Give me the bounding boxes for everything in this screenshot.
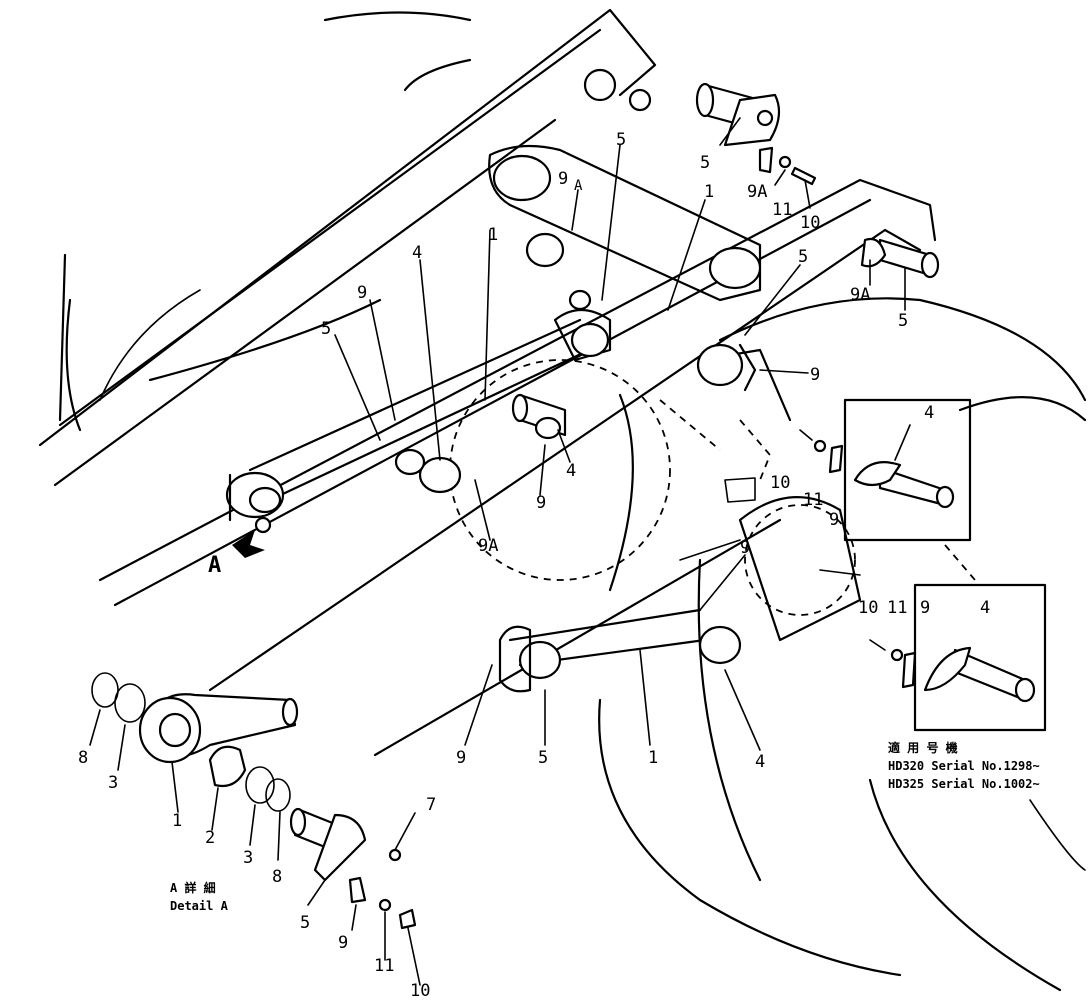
callout-5: 5 <box>798 247 808 267</box>
callout-9: 9 <box>338 933 348 953</box>
callout-1: 1 <box>704 182 714 202</box>
callout-11: 11 <box>374 956 394 976</box>
callout-9a-top: 9 <box>558 169 568 189</box>
callout-8: 8 <box>78 748 88 768</box>
serial-note-line1: HD320 Serial No.1298~ <box>888 759 1040 773</box>
callout-9: 9 <box>829 510 839 530</box>
callout-7: 7 <box>426 795 436 815</box>
hardware-top-right <box>583 68 817 186</box>
detail-a-exploded <box>91 672 417 930</box>
callout-9: 9 <box>456 748 466 768</box>
callout-9: 9 <box>536 493 546 513</box>
callout-4: 4 <box>924 403 934 423</box>
callout-5: 5 <box>538 748 548 768</box>
callout-9: 9 <box>740 538 750 558</box>
callout-5: 5 <box>300 913 310 933</box>
callout-11: 11 <box>772 200 792 220</box>
detail-a-caption-en: Detail A <box>170 899 229 913</box>
pin-mid-joint <box>394 232 757 494</box>
callout-4: 4 <box>980 598 990 618</box>
callout-1: 1 <box>172 811 182 831</box>
callout-8: 8 <box>272 867 282 887</box>
callout-11: 11 <box>887 598 907 618</box>
pin-assembly-right <box>860 237 940 279</box>
callout-1: 1 <box>488 225 498 245</box>
callout-5: 5 <box>700 153 710 173</box>
callout-10: 10 <box>410 981 430 1001</box>
leader-lines <box>89 117 911 986</box>
callout-10: 10 <box>800 213 820 233</box>
callout-11: 11 <box>803 490 823 510</box>
detail-box-2 <box>869 583 1047 732</box>
callout-labels: 5 9 A 5 9A 11 10 1 5 9A 5 4 9 5 1 9 9 4 … <box>78 130 990 1001</box>
serial-note-line2: HD325 Serial No.1002~ <box>888 777 1040 791</box>
callout-9a: 9A <box>747 182 767 202</box>
callout-5: 5 <box>898 311 908 331</box>
callout-9a: 9A <box>850 285 870 305</box>
serial-applicability-note: 適 用 号 機 HD320 Serial No.1298~ HD325 Seri… <box>888 740 1040 791</box>
pin-center <box>511 393 567 440</box>
callout-3: 3 <box>243 848 253 868</box>
callout-4: 4 <box>755 752 765 772</box>
detail-a-caption-jp: A 詳 細 <box>170 880 216 895</box>
chassis-frame <box>38 8 937 757</box>
callout-3: 3 <box>108 773 118 793</box>
callout-4: 4 <box>566 461 576 481</box>
callout-9a-top-a: A <box>574 178 583 194</box>
detail-a-caption: A 詳 細 Detail A <box>170 880 229 913</box>
detail-box-1 <box>799 398 976 581</box>
callout-10: 10 <box>770 473 790 493</box>
pin-assembly-top <box>695 82 781 147</box>
callout-5: 5 <box>321 319 331 339</box>
callout-9: 9 <box>810 365 820 385</box>
callout-9a: 9A <box>478 536 498 556</box>
view-arrow-a <box>232 530 265 558</box>
callout-9: 9 <box>920 598 930 618</box>
link-rod-diagonal <box>248 308 612 502</box>
link-rod-lower <box>498 608 742 693</box>
callout-1: 1 <box>648 748 658 768</box>
link-rod-upper <box>488 144 762 302</box>
tire-outline <box>598 297 1087 992</box>
callout-10: 10 <box>858 598 878 618</box>
pin-left-joint <box>225 471 285 534</box>
serial-note-title: 適 用 号 機 <box>888 740 958 755</box>
callout-4: 4 <box>412 243 422 263</box>
callout-9: 9 <box>357 283 367 303</box>
callout-2: 2 <box>205 828 215 848</box>
callout-5: 5 <box>616 130 626 150</box>
callout-view-a: A <box>208 553 221 578</box>
